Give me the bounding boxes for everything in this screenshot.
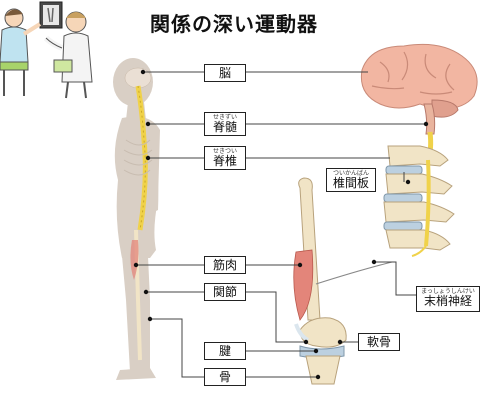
label-bone-text: 骨	[218, 370, 231, 384]
label-intervertebral-disc: ついかんばん 椎間板	[326, 168, 376, 192]
label-spinal-cord-text: 脊髄	[212, 120, 237, 134]
label-peripheral-nerve-reading: まっしょうしんけい	[421, 288, 475, 295]
label-tendon: 腱	[204, 342, 246, 360]
peripheral-nerve-line	[315, 261, 393, 285]
label-cartilage-text: 軟骨	[366, 335, 391, 349]
label-muscle: 筋肉	[204, 256, 246, 274]
label-joint-text: 関節	[212, 285, 237, 299]
label-bone: 骨	[204, 368, 246, 386]
label-peripheral-nerve: まっしょうしんけい 末梢神経	[416, 286, 480, 312]
thigh-muscle	[130, 240, 139, 280]
knee-joint-illustration	[293, 177, 347, 385]
label-cartilage: 軟骨	[358, 333, 400, 351]
label-disc-reading: ついかんばん	[332, 170, 369, 177]
label-brain-text: 脳	[218, 66, 231, 80]
leader-lines	[136, 71, 426, 378]
label-peripheral-nerve-text: 末梢神経	[423, 294, 472, 308]
label-spinal-cord-reading: せきずい	[212, 114, 237, 121]
vertebrae-illustration	[383, 145, 455, 257]
human-body-silhouette	[113, 58, 160, 380]
label-spine-text: 脊椎	[212, 154, 237, 168]
diagram-title: 関係の深い運動器	[150, 12, 318, 36]
brain-illustration	[360, 43, 478, 135]
label-disc-text: 椎間板	[332, 176, 369, 190]
label-spine: せきつい 脊椎	[204, 146, 246, 170]
label-spine-reading: せきつい	[212, 148, 237, 155]
label-joint: 関節	[204, 283, 246, 301]
leader-dots	[133, 69, 429, 380]
label-muscle-text: 筋肉	[212, 258, 237, 272]
head-brain-region	[124, 67, 152, 89]
label-spinal-cord: せきずい 脊髄	[204, 112, 246, 136]
spinal-cord-line	[135, 85, 148, 231]
label-brain: 脳	[204, 64, 246, 82]
label-tendon-text: 腱	[218, 344, 231, 358]
doctor-and-patient-illustration	[0, 0, 100, 100]
